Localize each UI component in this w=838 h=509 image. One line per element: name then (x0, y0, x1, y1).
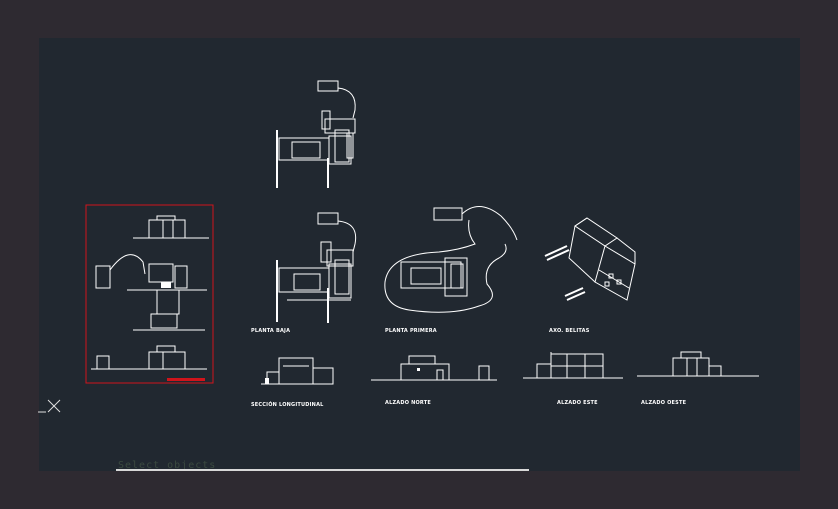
label-planta-baja: PLANTA BAJA (251, 328, 290, 334)
elevation-alzado-norte[interactable] (371, 355, 497, 381)
label-planta-primera: PLANTA PRIMERA (385, 328, 437, 334)
label-alzado-norte: ALZADO NORTE (385, 400, 431, 406)
plan-planta-primera[interactable] (384, 206, 518, 313)
horizontal-scrollbar[interactable] (116, 469, 529, 471)
ucs-icon (38, 399, 61, 413)
elevation-alzado-oeste[interactable] (637, 351, 759, 377)
label-seccion: SECCIÓN LONGITUDINAL (251, 401, 324, 408)
section-longitudinal[interactable] (261, 357, 334, 385)
plan-planta-baja[interactable] (276, 212, 357, 323)
plan-top[interactable] (276, 80, 356, 188)
label-axonometria: AXO. BELITAS (549, 328, 590, 334)
label-alzado-oeste: ALZADO OESTE (641, 400, 687, 406)
command-line[interactable]: Select objects (118, 460, 217, 471)
drawing-canvas[interactable]: PLANTA BAJA PLANTA PRIMERA (39, 38, 800, 471)
cad-model-viewport[interactable]: PLANTA BAJA PLANTA PRIMERA (39, 38, 800, 471)
axonometric-view[interactable] (544, 217, 636, 301)
elevation-alzado-este[interactable] (523, 352, 623, 379)
selected-block[interactable] (85, 204, 214, 384)
label-alzado-este: ALZADO ESTE (557, 400, 598, 406)
